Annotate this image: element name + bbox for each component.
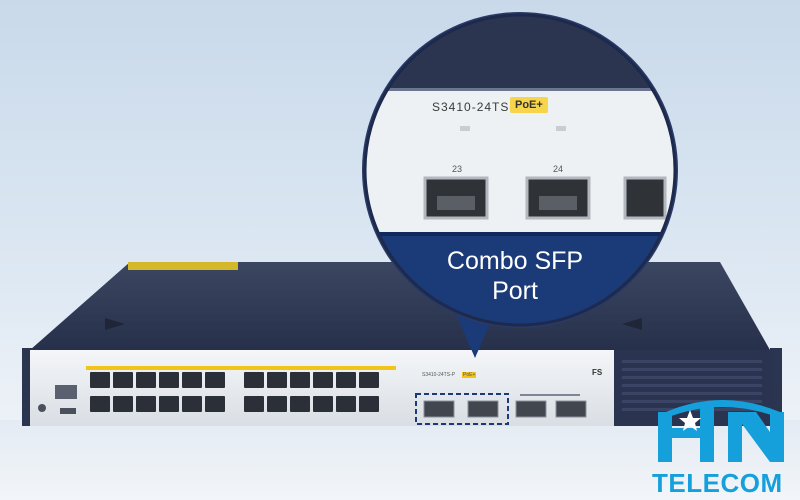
logo-star-icon [679,410,701,431]
magnifier-content [365,15,675,325]
top-vent-left [105,318,125,330]
sfp-led-bar [520,394,580,396]
zoom-poe-badge: PoE+ [510,97,548,113]
sfp-port-3 [515,400,547,418]
callout-line-2: Port [492,277,538,305]
usb-port [60,408,76,414]
yellow-label [128,262,238,270]
switch-poe-badge: PoE+ [462,372,477,378]
combo-sfp-port-2 [467,400,499,418]
reset-button [38,404,46,412]
zoom-top-edge [365,15,675,90]
rj45-ports-group-1 [90,372,225,412]
switch-model-label: S3410-24TS-P [422,372,456,378]
zoom-led-2 [556,126,566,131]
watermark-text: TELECOM [652,468,783,498]
fs-brand-mark: FS [592,368,603,377]
poe-strip [86,366,396,370]
zoom-port-number-23: 23 [452,164,463,174]
sfp-port-4 [555,400,587,418]
zoom-sfp-cage-partial [623,176,667,220]
rj45-ports-group-2 [244,372,379,412]
hn-telecom-logo-mark [658,400,784,462]
switch-top-panel [30,262,770,350]
zoom-led-1 [460,126,470,131]
callout-text: Combo SFP Port [405,246,625,306]
combo-sfp-port-1 [423,400,455,418]
callout-line-1: Combo SFP [446,247,584,275]
top-vent-right [622,318,642,330]
zoom-port-number-24: 24 [553,164,564,174]
combo-sfp-highlight [415,393,509,425]
console-port [55,385,77,399]
zoom-model-label: S3410-24TS-P [432,100,524,114]
